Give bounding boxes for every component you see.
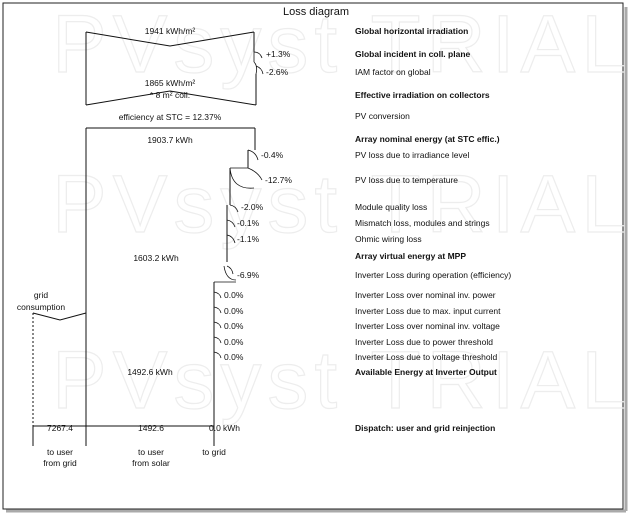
row-percent-17: 0.0% — [224, 352, 244, 362]
row-percent-8: -2.0% — [241, 202, 264, 212]
watermark-text-3: PVsyst TRIAL — [52, 335, 631, 426]
to-user-from-grid-value: 7267.4 — [47, 423, 73, 433]
loss-arc-max-current — [213, 306, 222, 314]
to-grid-value: 0.0 — [209, 423, 221, 433]
ghi-value: 1941 kWh/m² — [145, 26, 196, 36]
row-percent-10: -1.1% — [237, 234, 260, 244]
loss-arc-nominal-voltage — [213, 321, 222, 329]
loss-flag-inverter-efficiency — [226, 265, 234, 275]
row-label-10: Ohmic wiring loss — [355, 234, 422, 244]
loss-arc-voltage-threshold — [213, 351, 222, 359]
loss-flag-iam — [255, 65, 264, 75]
loss-arc-ohmic — [226, 234, 236, 244]
to-user-from-solar-value: 1492.6 — [138, 423, 164, 433]
loss-arc-temperature — [229, 167, 255, 189]
row-label-16: Inverter Loss due to power threshold — [355, 337, 493, 347]
row-percent-14: 0.0% — [224, 306, 244, 316]
to-user-from-grid-label-line-2: from grid — [43, 458, 77, 468]
row-label-12: Inverter Loss during operation (efficien… — [355, 270, 511, 280]
loss-flag-temperature — [247, 167, 263, 181]
row-label-19: Dispatch: user and grid reinjection — [355, 423, 495, 433]
row-label-3: Effective irradiation on collectors — [355, 90, 490, 100]
loss-arc-iam — [253, 61, 258, 75]
to-user-from-grid-label-line-1: to user — [47, 447, 73, 457]
row-label-9: Mismatch loss, modules and strings — [355, 218, 490, 228]
row-percent-16: 0.0% — [224, 337, 244, 347]
row-percent-12: -6.9% — [237, 270, 260, 280]
row-label-7: PV loss due to temperature — [355, 175, 458, 185]
row-label-1: Global incident in coll. plane — [355, 49, 471, 59]
watermark-text-2: PVsyst TRIAL — [52, 159, 631, 250]
row-label-2: IAM factor on global — [355, 67, 431, 77]
gain-arc-incident — [253, 51, 263, 59]
row-label-15: Inverter Loss over nominal inv. voltage — [355, 321, 500, 331]
loss-arc-power-threshold — [213, 336, 222, 344]
grid-consumption-label-line-2: consumption — [17, 302, 65, 312]
row-label-6: PV loss due to irradiance level — [355, 150, 469, 160]
row-percent-2: -2.6% — [266, 67, 289, 77]
irradiation-top-edge — [85, 31, 255, 47]
row-percent-15: 0.0% — [224, 321, 244, 331]
stc-efficiency-value: efficiency at STC = 12.37% — [119, 112, 222, 122]
row-percent-9: -0.1% — [237, 218, 260, 228]
row-label-11: Array virtual energy at MPP — [355, 251, 466, 261]
to-grid-unit: kWh — [223, 423, 240, 433]
row-label-8: Module quality loss — [355, 202, 427, 212]
loss-arc-module-quality — [229, 204, 239, 213]
to-grid-label: to grid — [202, 447, 226, 457]
row-label-13: Inverter Loss over nominal inv. power — [355, 290, 496, 300]
diagram-title: Loss diagram — [283, 6, 349, 18]
row-label-4: PV conversion — [355, 111, 410, 121]
to-user-from-solar-label-line-2: from solar — [132, 458, 170, 468]
irradiation-bottom-edge — [85, 90, 257, 106]
row-label-14: Inverter Loss due to max. input current — [355, 306, 501, 316]
array-mpp-energy-value: 1603.2 kWh — [133, 253, 179, 263]
grid-consumption-label-line-1: grid — [34, 290, 48, 300]
row-label-18: Available Energy at Inverter Output — [355, 367, 497, 377]
title-background — [276, 4, 356, 18]
to-user-from-solar-label-line-1: to user — [138, 447, 164, 457]
loss-arc-irradiance — [247, 149, 259, 161]
row-percent-13: 0.0% — [224, 290, 244, 300]
row-label-17: Inverter Loss due to voltage threshold — [355, 352, 497, 362]
loss-arc-nominal-power — [213, 291, 222, 299]
effective-irradiation-value: 1865 kWh/m² — [145, 78, 196, 88]
row-label-0: Global horizontal irradiation — [355, 26, 468, 36]
array-nominal-energy-value: 1903.7 kWh — [147, 135, 193, 145]
grid-consumption-top-edge — [32, 312, 87, 321]
loss-arc-mismatch — [226, 219, 236, 228]
window-frame — [2, 2, 624, 510]
loss-arc-inverter-efficiency — [223, 265, 237, 281]
row-label-5: Array nominal energy (at STC effic.) — [355, 134, 500, 144]
row-percent-6: -0.4% — [261, 150, 284, 160]
collector-area-value: * 8 m² coll. — [150, 90, 190, 100]
inverter-output-energy-value: 1492.6 kWh — [127, 367, 173, 377]
row-percent-7: -12.7% — [265, 175, 292, 185]
row-percent-1: +1.3% — [266, 49, 291, 59]
